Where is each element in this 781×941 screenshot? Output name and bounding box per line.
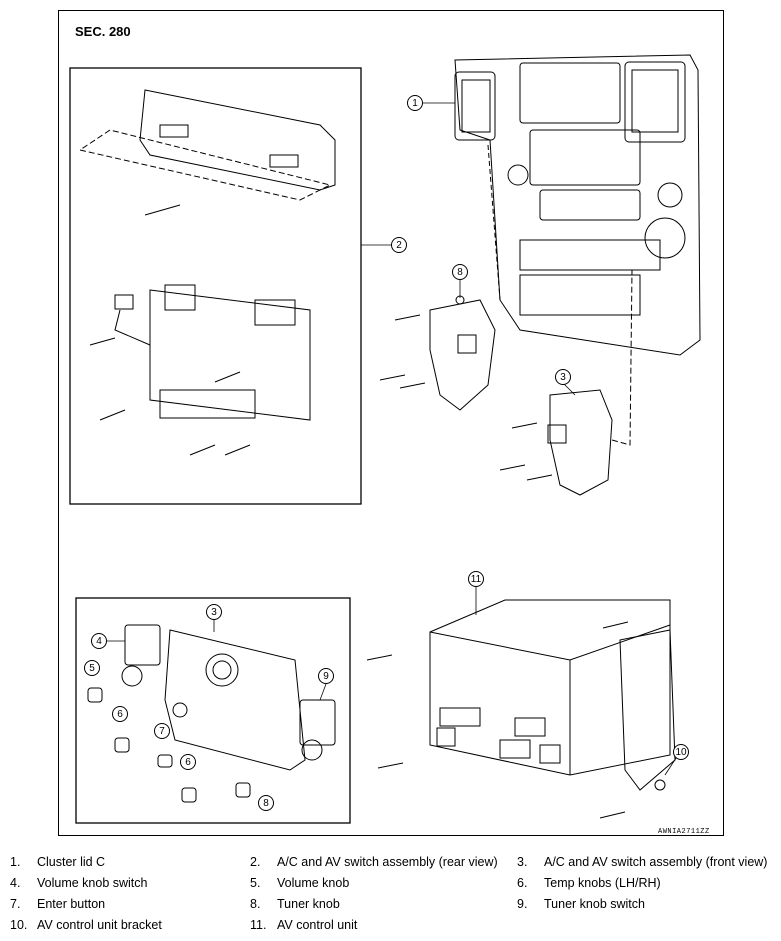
- callout-11: 11: [468, 571, 484, 587]
- callout-8-front: 8: [258, 795, 274, 811]
- callout-3-front: 3: [206, 604, 222, 620]
- front-view-components-drawing: [87, 624, 336, 803]
- callout-5: 5: [84, 660, 100, 676]
- callout-4: 4: [91, 633, 107, 649]
- rear-view-inset: [69, 67, 362, 505]
- callout-7: 7: [154, 723, 170, 739]
- cluster-lid-c-drawing: [454, 54, 701, 356]
- av-control-unit-bracket-drawing: [619, 629, 676, 791]
- callout-6-left: 6: [112, 706, 128, 722]
- diagram-frame: [58, 10, 724, 836]
- av-control-unit-drawing: [429, 599, 671, 776]
- front-view-inset: [75, 597, 351, 824]
- leader-lines: [107, 102, 681, 776]
- switch-assembly-rear-drawing: [78, 89, 336, 421]
- callout-6-right: 6: [180, 754, 196, 770]
- callout-3-bracket: 3: [555, 369, 571, 385]
- figure-code: AWNIA2711ZZ: [658, 828, 710, 836]
- bracket-item-3-drawing: [547, 269, 633, 496]
- section-label: SEC. 280: [75, 24, 131, 39]
- screws: [89, 204, 629, 819]
- callout-9: 9: [318, 668, 334, 684]
- callout-8-bracket: 8: [452, 264, 468, 280]
- callout-10: 10: [673, 744, 689, 760]
- callout-2: 2: [391, 237, 407, 253]
- callout-1: 1: [407, 95, 423, 111]
- bracket-item-8-drawing: [429, 295, 496, 411]
